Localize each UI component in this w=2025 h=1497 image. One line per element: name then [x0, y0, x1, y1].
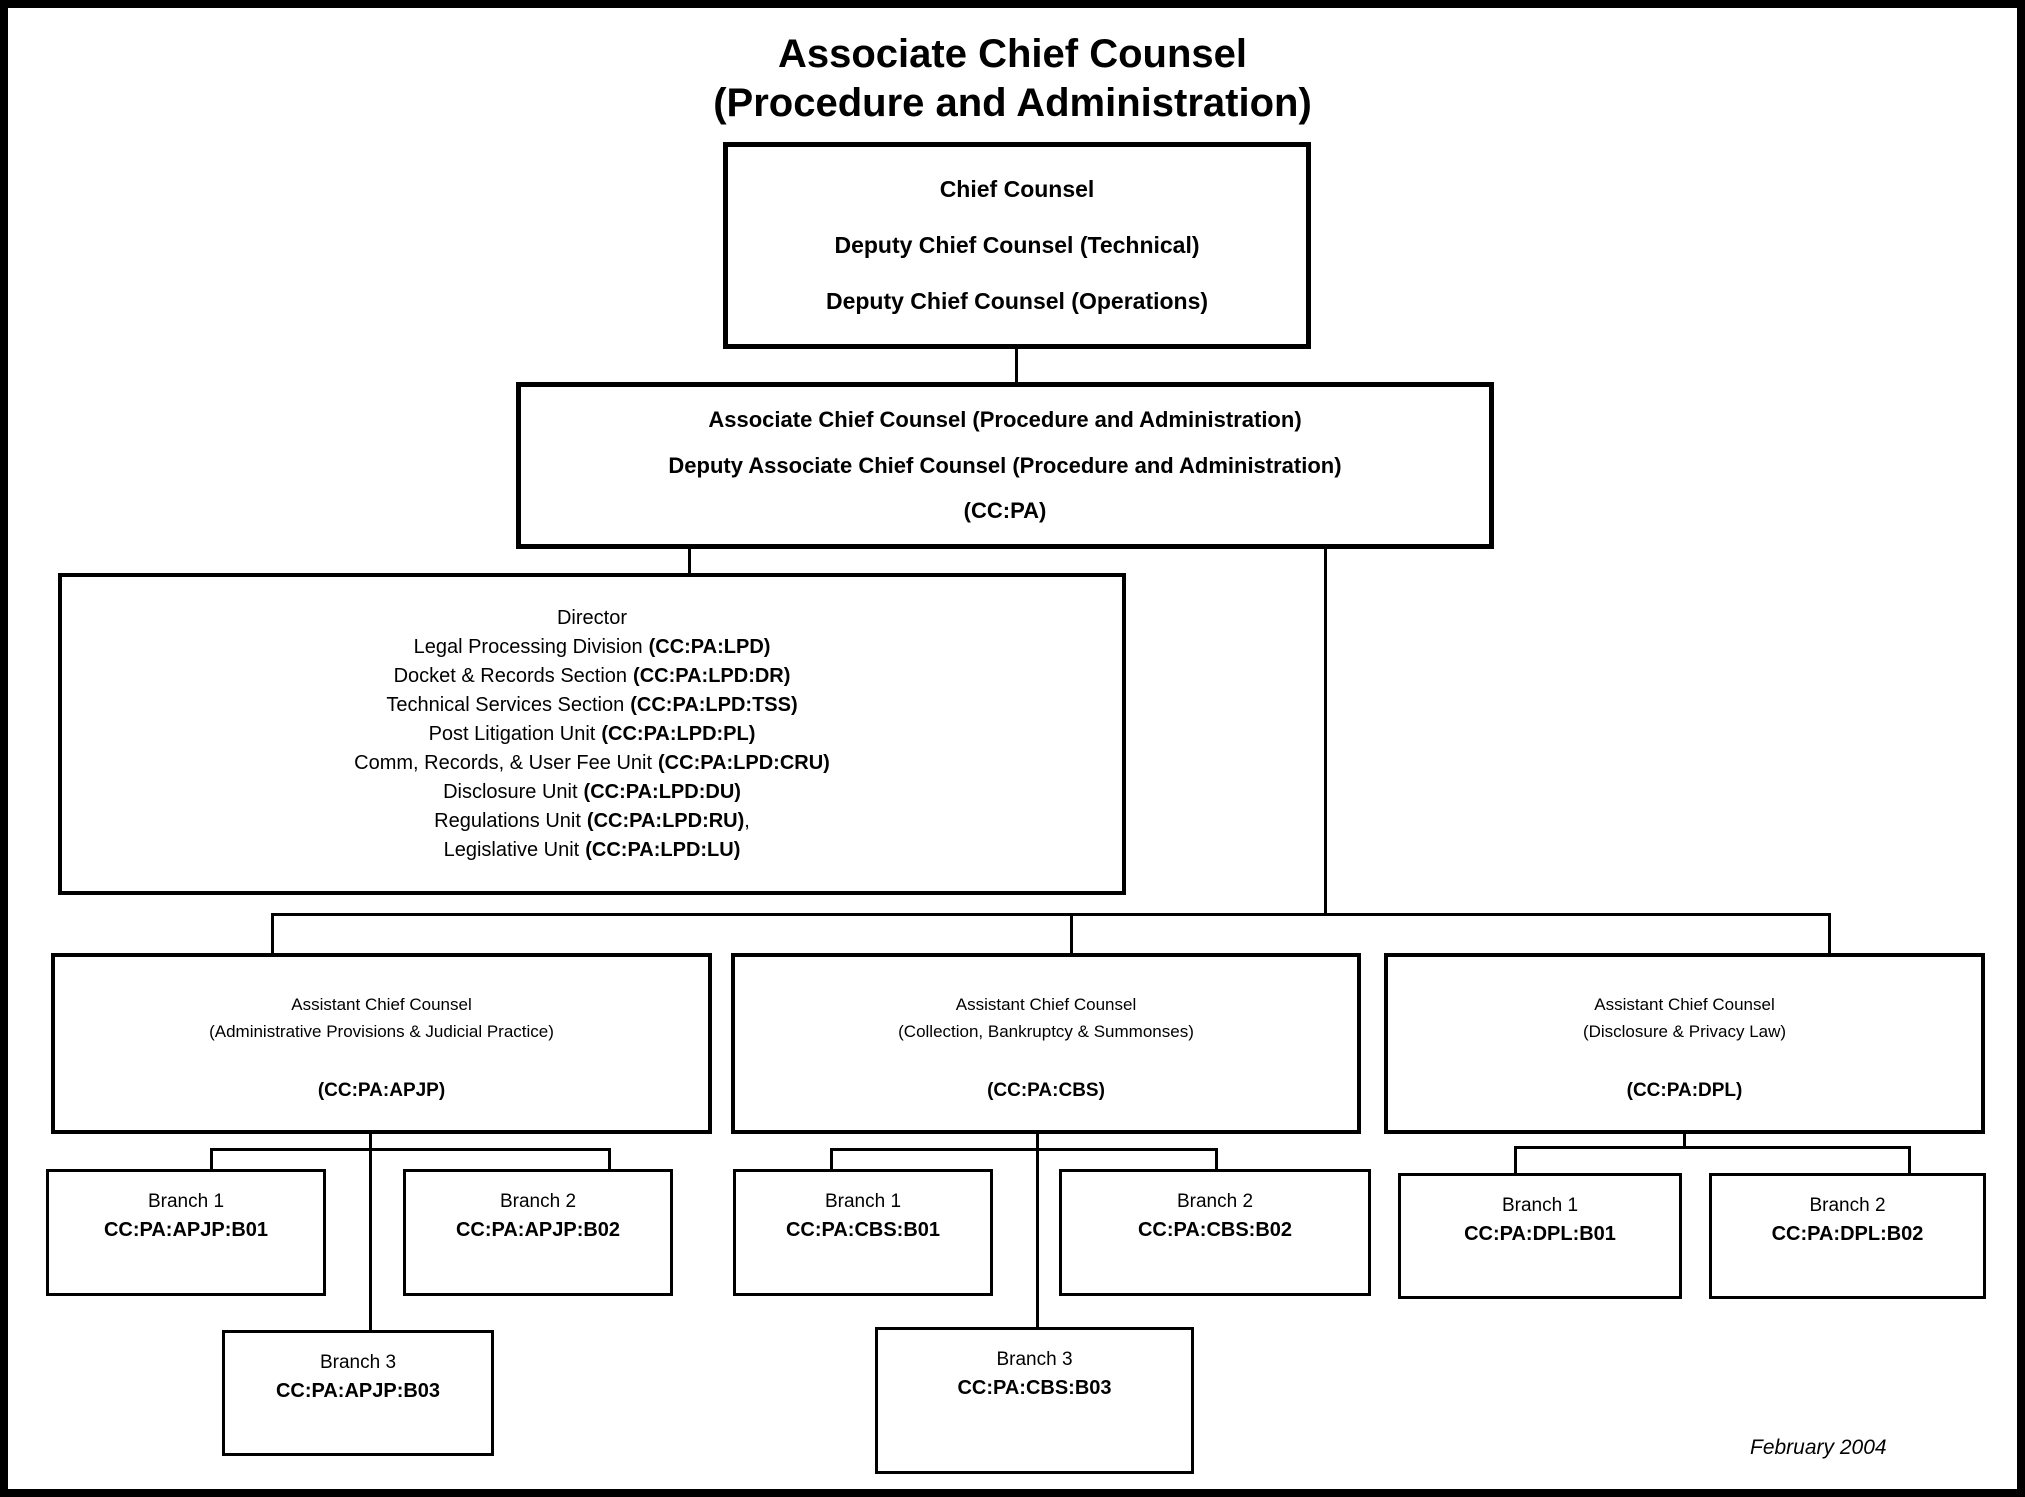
branch-box-apjp-b1: Branch 1 CC:PA:APJP:B01 — [46, 1169, 326, 1296]
branch-code: CC:PA:DPL:B01 — [1464, 1223, 1616, 1245]
branch-code: CC:PA:CBS:B03 — [957, 1377, 1112, 1399]
branch-code: CC:PA:APJP:B02 — [455, 1219, 621, 1241]
branch-box-dpl-b1: Branch 1 CC:PA:DPL:B01 — [1398, 1173, 1682, 1299]
deputy-associate-chief-counsel-line: Deputy Associate Chief Counsel (Procedur… — [668, 452, 1342, 478]
assistant-cbs-subtitle: (Collection, Bankruptcy & Summonses) — [898, 1022, 1194, 1041]
branch-name: Branch 3 — [319, 1352, 397, 1373]
chart-title-line2: (Procedure and Administration) — [713, 81, 1312, 125]
associate-office-code: (CC:PA) — [963, 498, 1047, 524]
connector-dpl-drop-branch2 — [1908, 1146, 1911, 1175]
assistant-apjp-box: Assistant Chief Counsel (Administrative … — [51, 953, 712, 1134]
assistant-dpl-box: Assistant Chief Counsel (Disclosure & Pr… — [1384, 953, 1985, 1134]
deputy-chief-operations-line: Deputy Chief Counsel (Operations) — [825, 288, 1209, 314]
docket-records-section-line: Docket & Records Section(CC:PA:LPD:DR) — [393, 664, 791, 687]
branch-box-apjp-b2: Branch 2 CC:PA:APJP:B02 — [403, 1169, 673, 1296]
chief-counsel-box: Chief Counsel Deputy Chief Counsel (Tech… — [723, 142, 1311, 349]
assistant-cbs-code: (CC:PA:CBS) — [987, 1080, 1105, 1101]
deputy-chief-technical-line: Deputy Chief Counsel (Technical) — [834, 232, 1200, 258]
connector-cbs-drop-branch1 — [830, 1148, 833, 1171]
connector-drop-cbs — [1070, 913, 1073, 955]
branch-code: CC:PA:CBS:B02 — [1137, 1219, 1293, 1241]
comm-records-user-fee-unit-line: Comm, Records, & User Fee Unit(CC:PA:LPD… — [354, 751, 830, 774]
connector-cbs-drop-branch2 — [1215, 1148, 1218, 1171]
branch-name: Branch 1 — [824, 1191, 902, 1212]
assistant-dpl-subtitle: (Disclosure & Privacy Law) — [1582, 1022, 1787, 1041]
assistant-dpl-title: Assistant Chief Counsel — [1594, 995, 1775, 1014]
chart-title-line1: Associate Chief Counsel — [777, 32, 1247, 76]
branch-box-cbs-b2: Branch 2 CC:PA:CBS:B02 — [1059, 1169, 1371, 1296]
branch-name: Branch 3 — [996, 1349, 1073, 1370]
connector-drop-apjp — [271, 913, 274, 955]
legal-processing-division-line: Legal Processing Division(CC:PA:LPD) — [413, 635, 771, 658]
director-line: Director — [556, 606, 627, 629]
branch-code: CC:PA:DPL:B02 — [1771, 1223, 1924, 1245]
associate-chief-counsel-line: Associate Chief Counsel (Procedure and A… — [708, 406, 1302, 432]
assistant-dpl-code: (CC:PA:DPL) — [1626, 1080, 1743, 1101]
connector-chief-to-associate — [1015, 348, 1018, 385]
connector-apjp-drop-branch2 — [608, 1148, 611, 1171]
branch-name: Branch 1 — [147, 1191, 225, 1212]
branch-box-dpl-b2: Branch 2 CC:PA:DPL:B02 — [1709, 1173, 1986, 1299]
connector-apjp-drop-branch1 — [210, 1148, 213, 1171]
chief-counsel-line: Chief Counsel — [939, 176, 1095, 202]
assistant-apjp-title: Assistant Chief Counsel — [291, 995, 472, 1014]
disclosure-unit-line: Disclosure Unit(CC:PA:LPD:DU) — [443, 780, 741, 803]
assistant-cbs-box: Assistant Chief Counsel (Collection, Ban… — [731, 953, 1361, 1134]
assistant-apjp-subtitle: (Administrative Provisions & Judicial Pr… — [209, 1022, 554, 1041]
connector-associate-to-mainbar — [1324, 547, 1327, 916]
branch-name: Branch 1 — [1501, 1195, 1579, 1216]
connector-dpl-stem — [1683, 1131, 1686, 1149]
date-label: February 2004 — [1750, 1436, 1887, 1459]
connector-dpl-drop-branch1 — [1514, 1146, 1517, 1175]
regulations-unit-line: Regulations Unit(CC:PA:LPD:RU), — [434, 809, 750, 832]
assistant-apjp-code: (CC:PA:APJP) — [317, 1080, 446, 1101]
branch-code: CC:PA:APJP:B03 — [275, 1380, 441, 1402]
technical-services-section-line: Technical Services Section(CC:PA:LPD:TSS… — [386, 693, 798, 716]
connector-associate-to-director — [688, 547, 691, 575]
connector-cbs-stem-to-branch3 — [1036, 1131, 1039, 1329]
chart-title: Associate Chief Counsel (Procedure and A… — [0, 30, 2025, 128]
branch-name: Branch 2 — [1176, 1191, 1254, 1212]
branch-box-apjp-b3: Branch 3 CC:PA:APJP:B03 — [222, 1330, 494, 1456]
assistant-cbs-title: Assistant Chief Counsel — [955, 995, 1137, 1014]
associate-chief-counsel-box: Associate Chief Counsel (Procedure and A… — [516, 382, 1494, 549]
connector-dpl-branch-bar — [1514, 1146, 1911, 1149]
post-litigation-unit-line: Post Litigation Unit(CC:PA:LPD:PL) — [428, 722, 756, 745]
director-legal-processing-box: Director Legal Processing Division(CC:PA… — [58, 573, 1126, 895]
connector-apjp-stem-to-branch3 — [369, 1131, 372, 1332]
connector-drop-dpl — [1828, 913, 1831, 955]
branch-code: CC:PA:APJP:B01 — [103, 1219, 269, 1241]
branch-box-cbs-b3: Branch 3 CC:PA:CBS:B03 — [875, 1327, 1194, 1474]
branch-code: CC:PA:CBS:B01 — [785, 1219, 941, 1241]
connector-cbs-branch-bar — [830, 1148, 1218, 1151]
legislative-unit-line: Legislative Unit(CC:PA:LPD:LU) — [443, 838, 741, 861]
branch-box-cbs-b1: Branch 1 CC:PA:CBS:B01 — [733, 1169, 993, 1296]
branch-name: Branch 2 — [499, 1191, 577, 1212]
branch-name: Branch 2 — [1809, 1195, 1886, 1216]
connector-main-horizontal-bar — [271, 913, 1831, 916]
connector-apjp-branch-bar — [210, 1148, 611, 1151]
